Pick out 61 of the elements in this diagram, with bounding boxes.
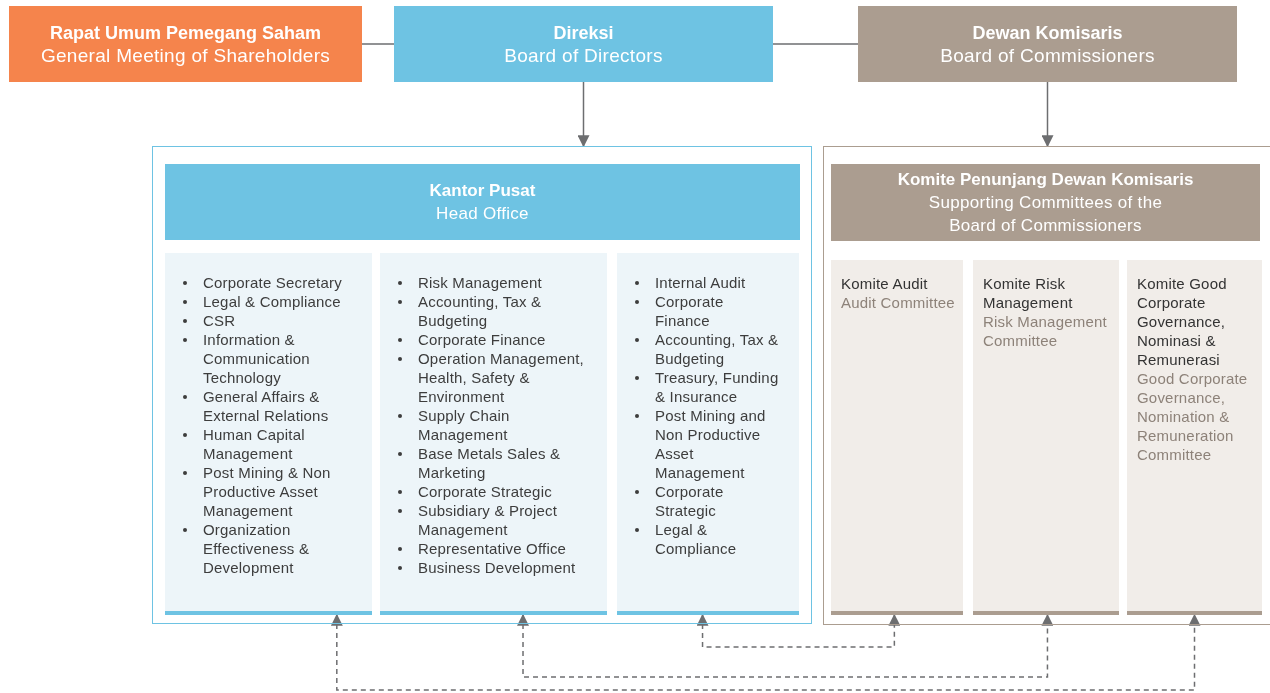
list-item: Legal & Compliance	[203, 292, 342, 311]
group-frame	[823, 146, 1270, 625]
node-title: Dewan Komisaris	[972, 21, 1123, 44]
committee-name-english: Audit Committee	[841, 293, 956, 312]
list-item: Corporate Finance	[418, 330, 547, 349]
header-band	[165, 164, 800, 240]
committee-panel	[973, 260, 1119, 615]
list-item: Legal & Compliance	[655, 520, 738, 558]
committee-panel	[831, 260, 963, 615]
list-item: Representative Office	[418, 539, 568, 558]
committee-name-english: Risk Management Committee	[983, 312, 1108, 350]
committee-name: Komite Risk Management	[983, 274, 1074, 312]
dashed-connector	[330, 613, 1201, 691]
node-subtitle: Board of Commissioners	[940, 43, 1155, 67]
list-item: Accounting, Tax & Budgeting	[655, 330, 780, 368]
list-item: Business Development	[418, 558, 577, 577]
list-item: Supply Chain Management	[418, 406, 511, 444]
connector	[772, 43, 859, 45]
node-subtitle: General Meeting of Shareholders	[40, 43, 331, 67]
list-item: Corporate Finance	[655, 292, 725, 330]
list-item: Human Capital Management	[203, 425, 306, 463]
list-item: Operation Management, Health, Safety & Environment	[418, 349, 585, 406]
node-subtitle: Supporting Committees of the Board of Commissioners	[927, 191, 1164, 237]
list-item: Corporate Strategic	[655, 482, 725, 520]
dashed-connector	[517, 613, 1054, 678]
connector	[361, 43, 395, 45]
group-frame	[152, 146, 812, 624]
node-title: Komite Penunjang Dewan Komisaris	[897, 168, 1194, 191]
list-item: Post Mining & Non Productive Asset Management	[203, 463, 332, 520]
org-box	[858, 6, 1237, 82]
list-item: Post Mining and Non Productive Asset Management	[655, 406, 767, 482]
list-item: Subsidiary & Project Management	[418, 501, 559, 539]
list-item: General Affairs & External Relations	[203, 387, 330, 425]
list-item: Base Metals Sales & Marketing	[418, 444, 562, 482]
list-item: Treasury, Funding & Insurance	[655, 368, 780, 406]
list-item: Corporate Strategic	[418, 482, 553, 501]
list-item: CSR	[203, 311, 237, 330]
list-item: Information & Communication Technology	[203, 330, 311, 387]
org-box	[9, 6, 362, 82]
committee-name-english: Good Corporate Governance, Nomination & Remuneration Committee	[1137, 369, 1249, 464]
unit-list-panel	[165, 253, 372, 615]
list-item: Internal Audit	[655, 273, 747, 292]
unit-list-panel	[380, 253, 607, 615]
connector	[1041, 81, 1054, 148]
header-band	[831, 164, 1260, 241]
unit-list-panel	[617, 253, 799, 615]
node-title: Direksi	[553, 21, 614, 44]
connector	[577, 81, 590, 148]
dashed-connector	[696, 613, 901, 648]
node-subtitle: Board of Directors	[504, 43, 663, 67]
list-item: Organization Effectiveness & Development	[203, 520, 311, 577]
node-title: Kantor Pusat	[429, 179, 536, 202]
committee-name: Komite Good Corporate Governance, Nominasi & Remunerasi	[1137, 274, 1228, 369]
list-item: Risk Management	[418, 273, 543, 292]
node-subtitle: Head Office	[436, 202, 529, 225]
org-box	[394, 6, 773, 82]
committee-name: Komite Audit	[841, 274, 929, 293]
committee-panel	[1127, 260, 1262, 615]
list-item: Corporate Secretary	[203, 273, 343, 292]
list-item: Accounting, Tax & Budgeting	[418, 292, 543, 330]
node-title: Rapat Umum Pemegang Saham	[49, 21, 322, 44]
